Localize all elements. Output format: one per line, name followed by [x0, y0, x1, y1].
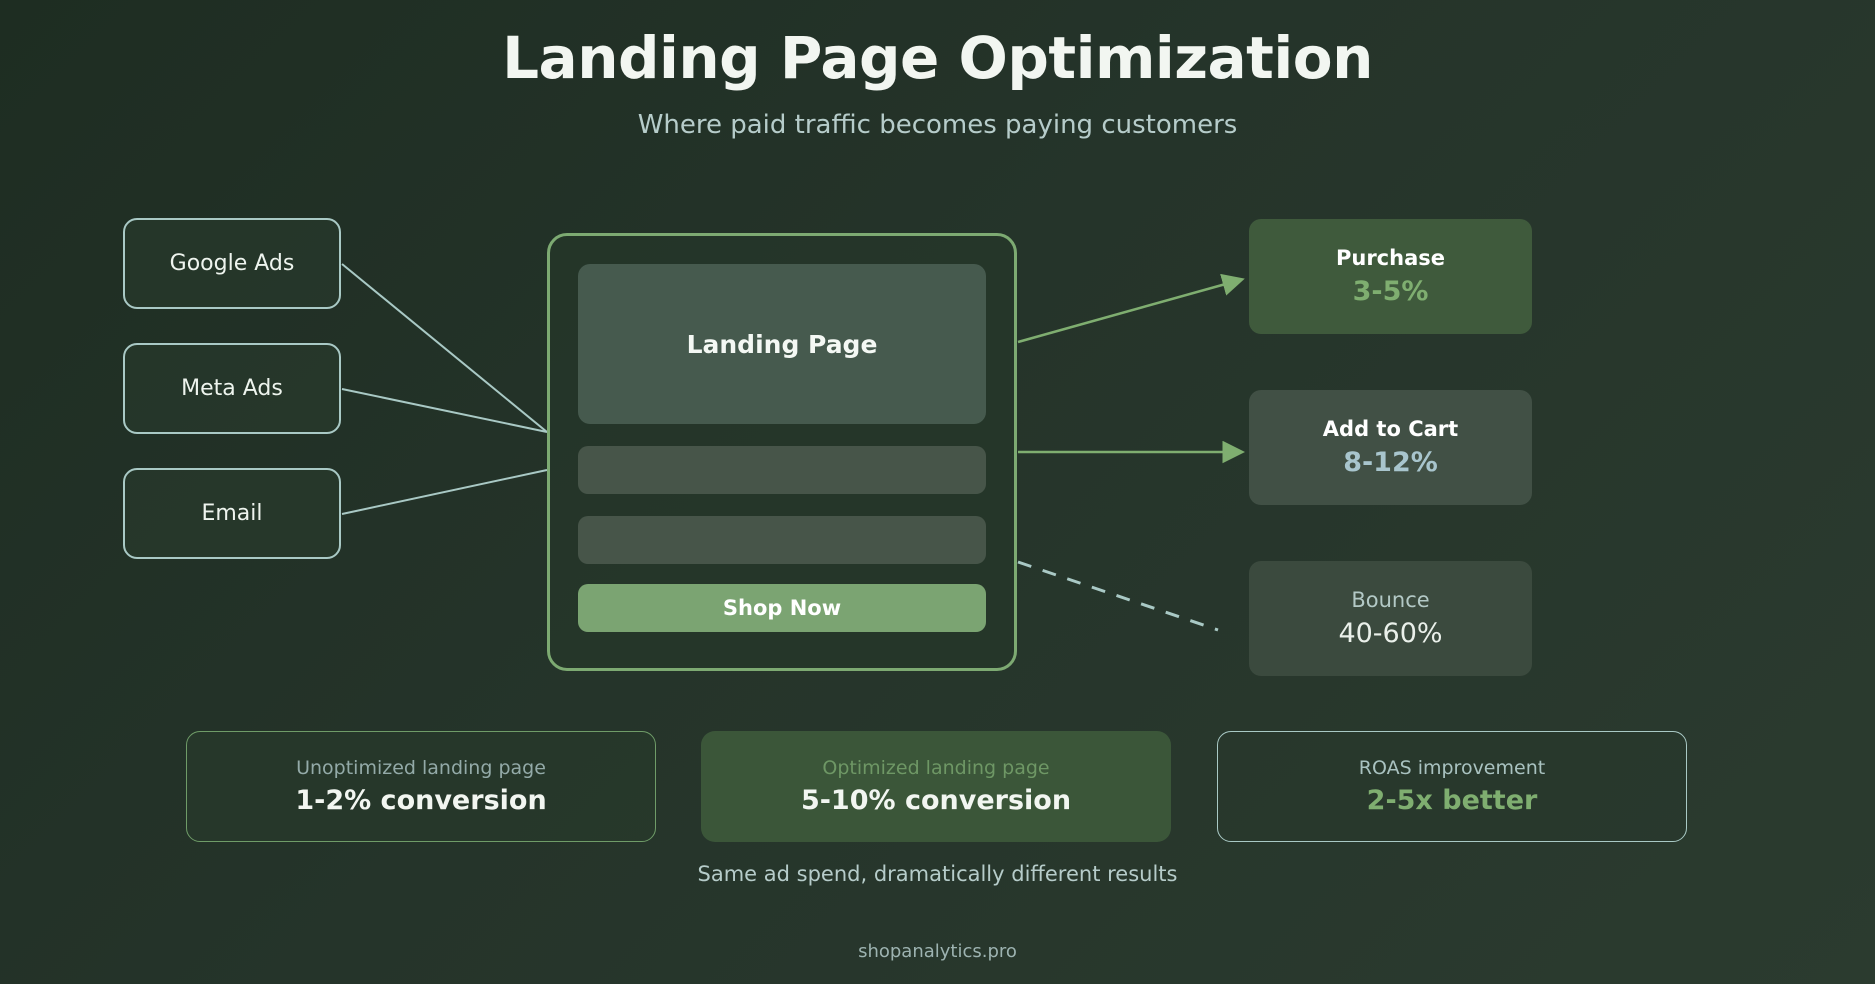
outcome-value: 3-5% — [1352, 276, 1429, 307]
summary-caption: Same ad spend, dramatically different re… — [697, 862, 1178, 886]
stat-value: 5-10% conversion — [800, 785, 1072, 816]
outcome-label: Bounce — [1351, 588, 1430, 612]
source-box-google-ads[interactable]: Google Ads — [123, 218, 341, 309]
outcome-label: Add to Cart — [1322, 417, 1459, 441]
stat-label: Optimized landing page — [822, 757, 1050, 779]
outcome-box-add-to-cart[interactable]: Add to Cart 8-12% — [1249, 390, 1532, 505]
landing-page-card[interactable]: Landing Page Shop Now — [547, 233, 1017, 671]
footer-attribution: shopanalytics.pro — [858, 941, 1017, 962]
source-connectors — [341, 263, 548, 515]
source-label: Google Ads — [169, 251, 295, 276]
shop-now-button[interactable]: Shop Now — [578, 584, 986, 632]
page-title: Landing Page Optimization — [502, 24, 1373, 92]
content-placeholder-row — [578, 516, 986, 564]
outcome-box-purchase[interactable]: Purchase 3-5% — [1249, 219, 1532, 334]
stat-label: Unoptimized landing page — [296, 757, 546, 779]
stat-card-roas[interactable]: ROAS improvement 2-5x better — [1217, 731, 1687, 842]
stat-card-optimized[interactable]: Optimized landing page 5-10% conversion — [701, 731, 1171, 842]
page-subtitle: Where paid traffic becomes paying custom… — [637, 110, 1238, 140]
shop-now-label: Shop Now — [722, 596, 842, 620]
stat-card-unoptimized[interactable]: Unoptimized landing page 1-2% conversion — [186, 731, 656, 842]
stat-value: 2-5x better — [1366, 785, 1538, 816]
outcome-box-bounce[interactable]: Bounce 40-60% — [1249, 561, 1532, 676]
stat-label: ROAS improvement — [1358, 757, 1546, 779]
source-label: Email — [201, 501, 263, 526]
source-label: Meta Ads — [181, 376, 283, 401]
outcome-label: Purchase — [1335, 246, 1445, 270]
outcome-connectors — [1017, 273, 1245, 632]
source-box-meta-ads[interactable]: Meta Ads — [123, 343, 341, 434]
landing-page-hero: Landing Page — [578, 264, 986, 424]
source-box-email[interactable]: Email — [123, 468, 341, 559]
landing-page-hero-label: Landing Page — [686, 329, 878, 359]
outcome-value: 8-12% — [1343, 447, 1438, 478]
content-placeholder-row — [578, 446, 986, 494]
stat-value: 1-2% conversion — [295, 785, 547, 816]
outcome-value: 40-60% — [1338, 618, 1443, 649]
